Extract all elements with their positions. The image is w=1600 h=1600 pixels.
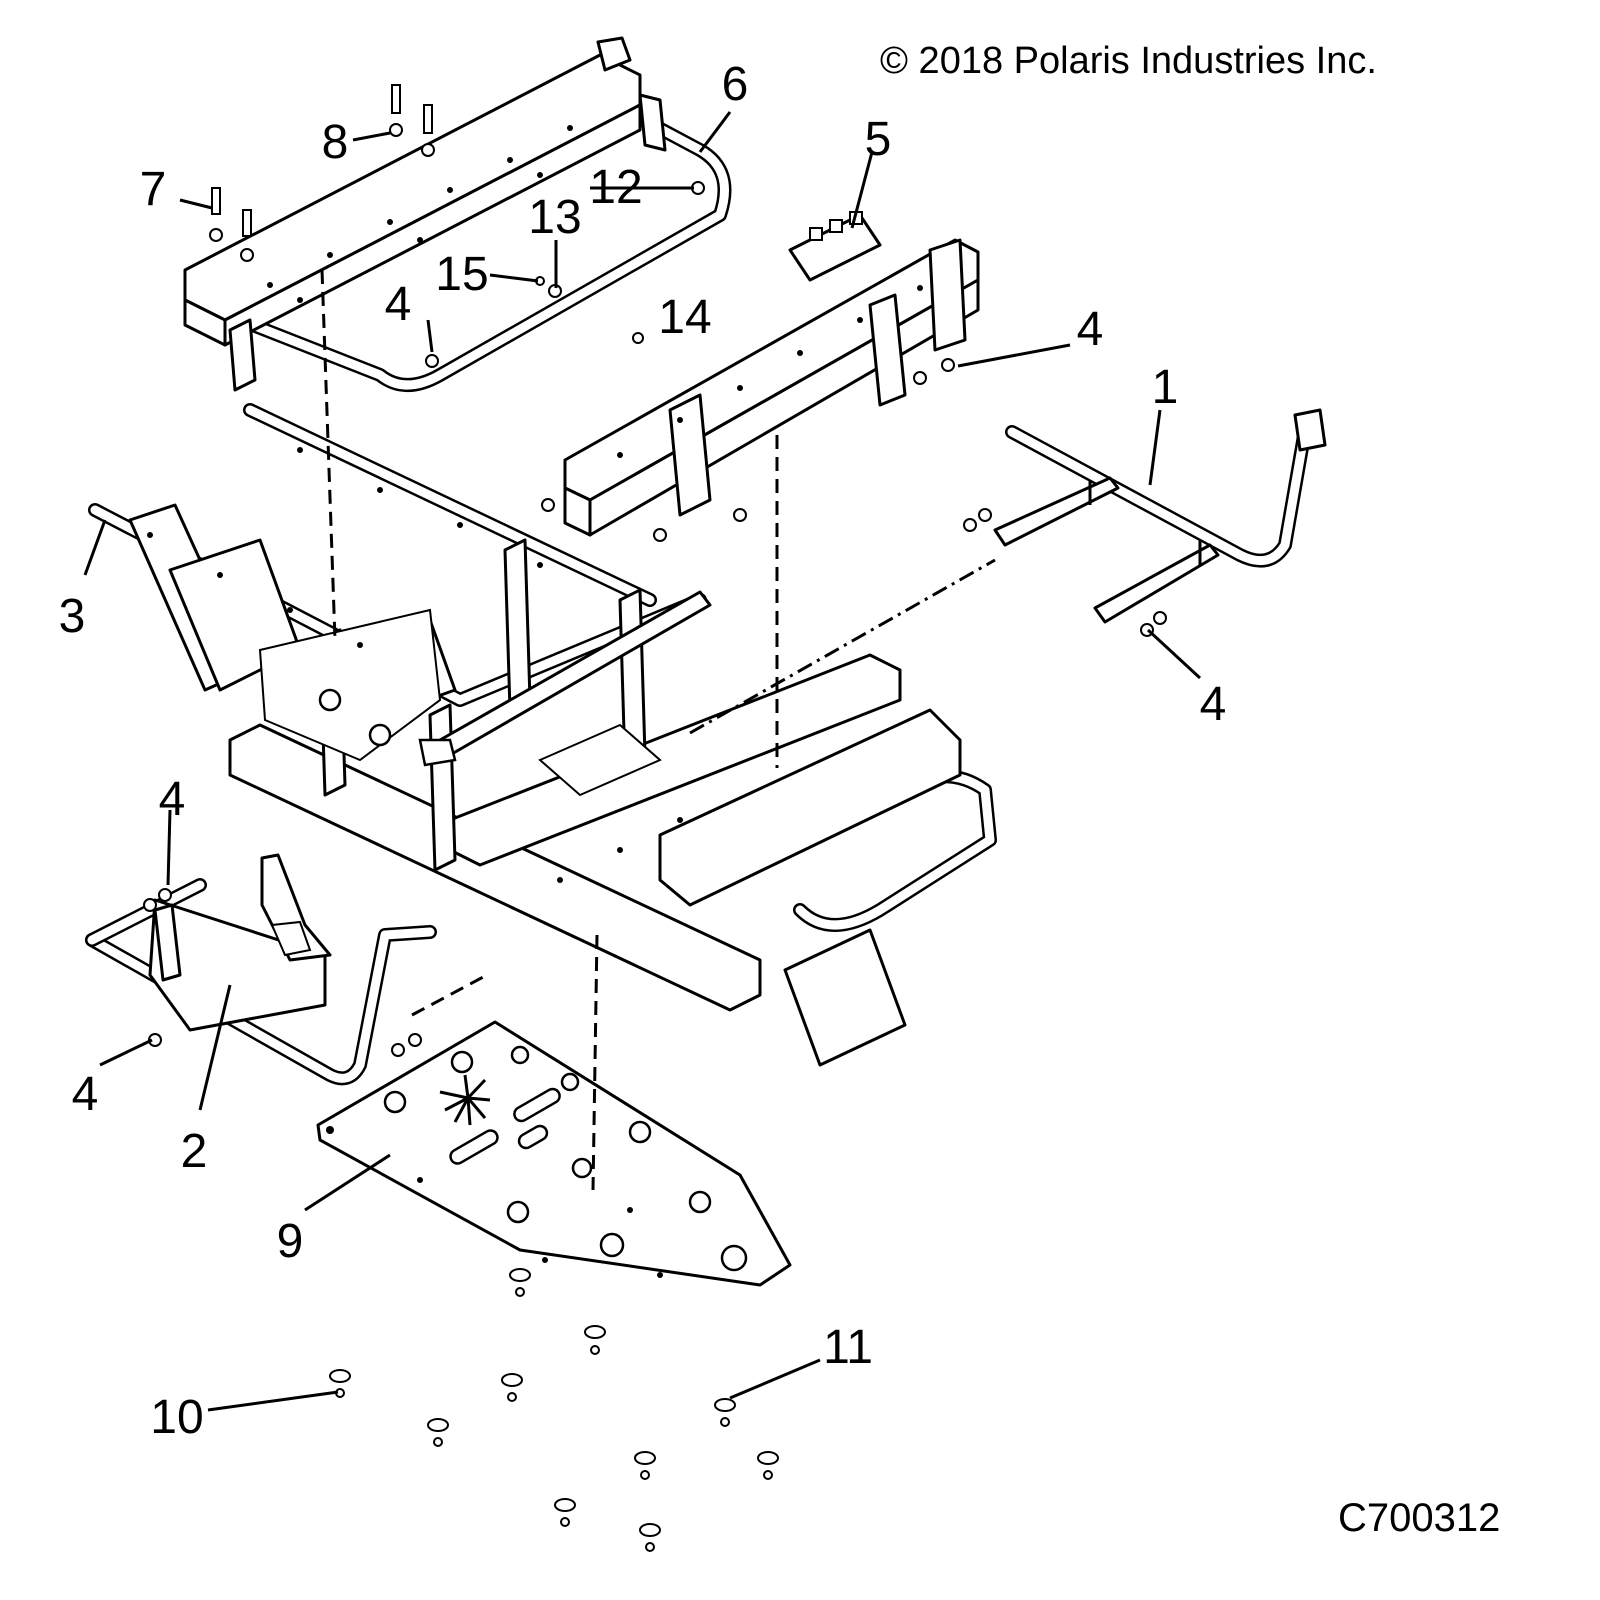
leader-lines — [83, 111, 1202, 1412]
callout-4: 4 — [158, 773, 186, 826]
part-6-holes — [267, 125, 573, 303]
part-9-sunburst — [439, 1074, 491, 1126]
callout-5: 5 — [864, 113, 892, 166]
callout-3: 3 — [58, 590, 86, 643]
alignment-lines — [320, 269, 996, 1191]
callout-7: 7 — [139, 163, 167, 216]
callout-4: 4 — [71, 1068, 99, 1121]
part-5-holes — [617, 285, 923, 458]
callout-6: 6 — [721, 58, 749, 111]
part-2-front-bracket — [85, 853, 437, 1086]
callout-4: 4 — [384, 278, 412, 331]
part-6-upper-beam-assembly — [183, 36, 732, 392]
part-5-mid-cross-member — [563, 211, 980, 537]
part-9-skid-plate — [316, 1020, 792, 1287]
callout-10: 10 — [150, 1391, 204, 1444]
fasteners-4-12-15 — [143, 181, 1167, 1057]
diagram-code: C700312 — [1338, 1496, 1501, 1540]
callout-13: 13 — [528, 191, 582, 244]
part-3-holes — [147, 447, 683, 883]
fasteners-7-8 — [209, 84, 435, 262]
copyright-text: © 2018 Polaris Industries Inc. — [880, 40, 1377, 82]
callout-1: 1 — [1151, 361, 1179, 414]
part-1-tubular-bracket — [993, 408, 1327, 624]
part-3-main-frame — [88, 403, 997, 1067]
callout-4: 4 — [1076, 303, 1104, 356]
callout-4: 4 — [1199, 678, 1227, 731]
callout-8: 8 — [321, 116, 349, 169]
callout-15: 15 — [435, 248, 489, 301]
callout-9: 9 — [276, 1215, 304, 1268]
callout-12: 12 — [589, 161, 643, 214]
fasteners-10-11 — [329, 1268, 779, 1552]
callout-11: 11 — [823, 1321, 873, 1374]
callout-14: 14 — [658, 291, 712, 344]
callout-2: 2 — [180, 1125, 208, 1178]
